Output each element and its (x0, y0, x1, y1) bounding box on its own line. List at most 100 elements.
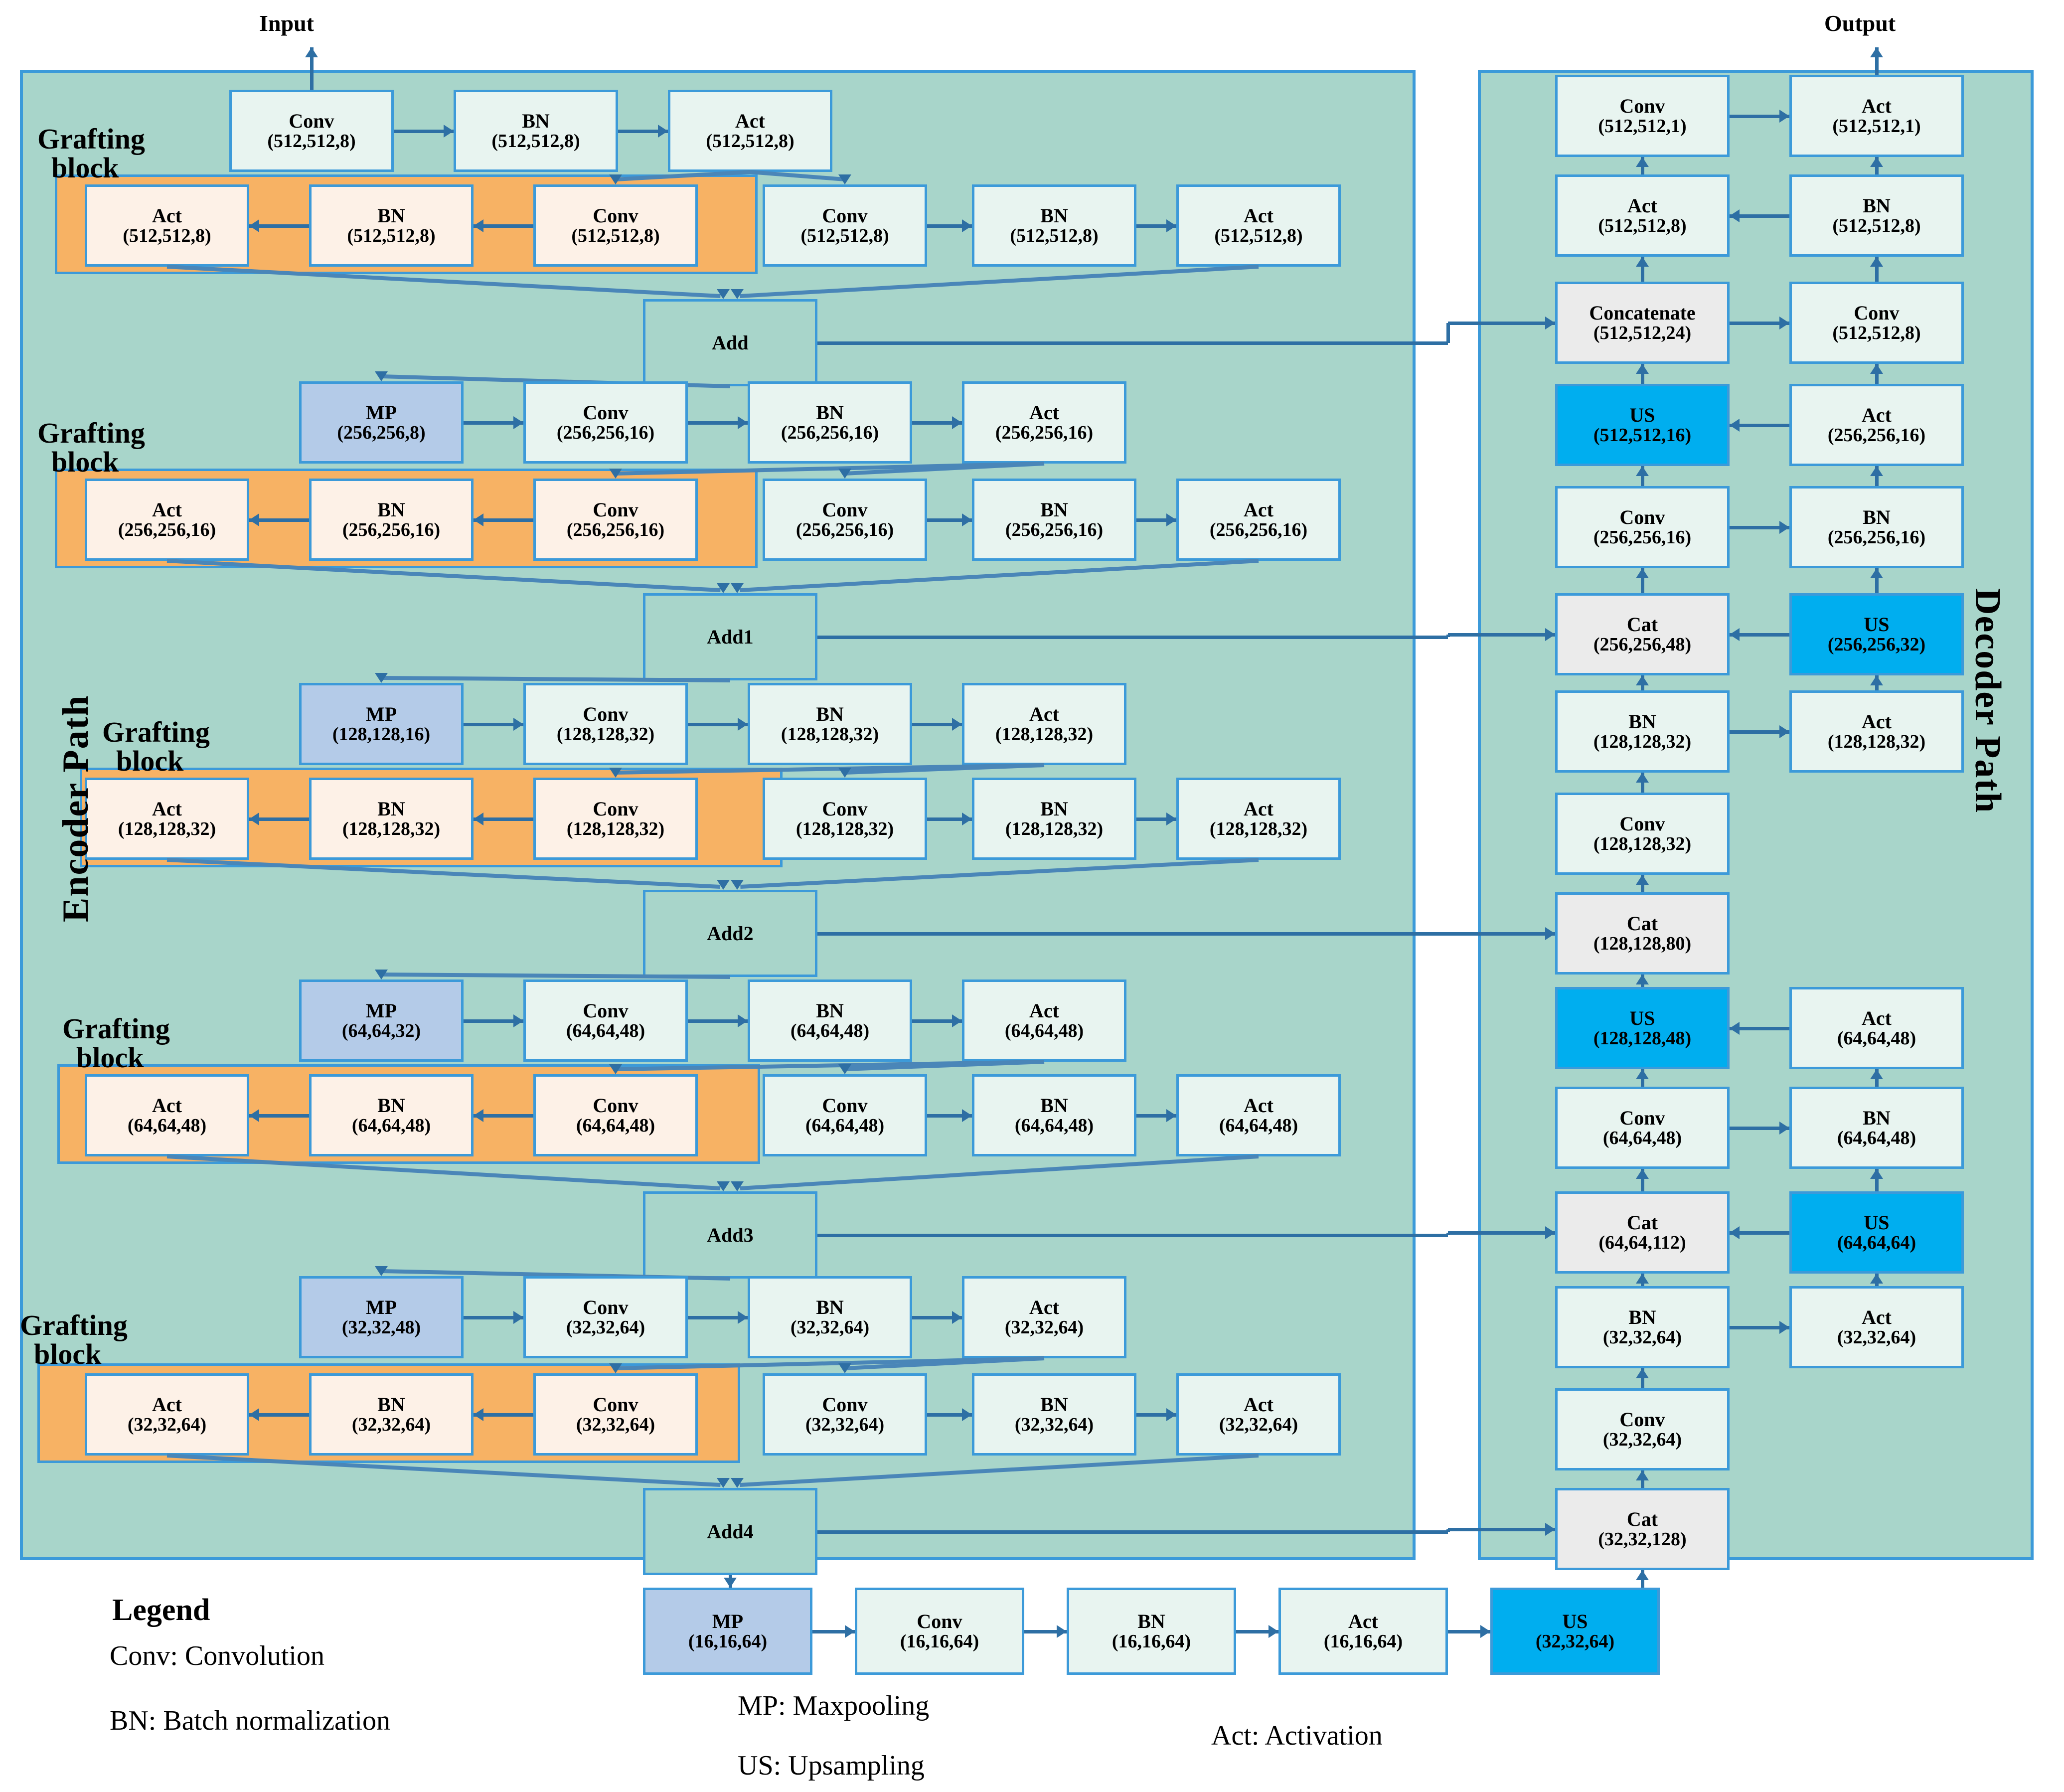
decoder-left-2[interactable]: Concatenate(512,512,24) (1555, 282, 1730, 364)
encoder-right-s256-2[interactable]: Act(256,256,16) (1176, 479, 1341, 561)
node-op: Conv (593, 498, 638, 521)
decoder-left-5[interactable]: Cat(256,256,48) (1555, 593, 1730, 675)
bottleneck-4[interactable]: US(32,32,64) (1490, 1588, 1660, 1675)
encoder-right-s32-0[interactable]: Conv(32,32,64) (763, 1373, 927, 1456)
decoder-right-6[interactable]: Act(128,128,32) (1789, 690, 1964, 773)
node-op: Conv (593, 797, 638, 820)
decoder-right-5[interactable]: US(256,256,32) (1789, 593, 1964, 675)
decoder-right-8[interactable]: BN(64,64,48) (1789, 1087, 1964, 1169)
encoder-graft-s64-2[interactable]: Conv(64,64,48) (533, 1074, 698, 1156)
encoder-top-s64-0[interactable]: Conv(64,64,48) (523, 979, 688, 1062)
node-shape: (32,32,48) (341, 1316, 421, 1338)
encoder-top-s32-1[interactable]: BN(32,32,64) (748, 1276, 912, 1358)
encoder-top-s32-0[interactable]: Conv(32,32,64) (523, 1276, 688, 1358)
decoder-left-1[interactable]: Act(512,512,8) (1555, 174, 1730, 257)
encoder-right-s128-1[interactable]: BN(128,128,32) (972, 778, 1136, 860)
decoder-right-10[interactable]: Act(32,32,64) (1789, 1286, 1964, 1368)
decoder-right-4[interactable]: BN(256,256,16) (1789, 486, 1964, 568)
encoder-right-s256-1[interactable]: BN(256,256,16) (972, 479, 1136, 561)
encoder-graft-s32-0[interactable]: Act(32,32,64) (85, 1373, 249, 1456)
encoder-right-s64-1[interactable]: BN(64,64,48) (972, 1074, 1136, 1156)
encoder-right-s32-1[interactable]: BN(32,32,64) (972, 1373, 1136, 1456)
encoder-mp-s128[interactable]: MP(128,128,16) (299, 683, 464, 765)
legend-item-2: MP: Maxpooling (738, 1690, 930, 1721)
encoder-top-s128-1[interactable]: BN(128,128,32) (748, 683, 912, 765)
encoder-mp-s256[interactable]: MP(256,256,8) (299, 381, 464, 464)
decoder-left-4[interactable]: Conv(256,256,16) (1555, 486, 1730, 568)
node-shape: (512,512,1) (1598, 115, 1687, 137)
encoder-right-s512-1[interactable]: BN(512,512,8) (972, 184, 1136, 267)
decoder-left-8[interactable]: Cat(128,128,80) (1555, 892, 1730, 975)
encoder-top-s512-2[interactable]: Act(512,512,8) (668, 90, 832, 172)
encoder-graft-s64-0[interactable]: Act(64,64,48) (85, 1074, 249, 1156)
decoder-left-3[interactable]: US(512,512,16) (1555, 384, 1730, 466)
decoder-left-14[interactable]: Cat(32,32,128) (1555, 1488, 1730, 1570)
encoder-graft-s64-1[interactable]: BN(64,64,48) (309, 1074, 474, 1156)
encoder-right-s512-2[interactable]: Act(512,512,8) (1176, 184, 1341, 267)
encoder-graft-s32-1[interactable]: BN(32,32,64) (309, 1373, 474, 1456)
decoder-right-3[interactable]: Act(256,256,16) (1789, 384, 1964, 466)
encoder-top-s512-0[interactable]: Conv(512,512,8) (229, 90, 394, 172)
encoder-graft-s256-1[interactable]: BN(256,256,16) (309, 479, 474, 561)
encoder-add3[interactable]: Add3 (643, 1191, 817, 1279)
decoder-left-7[interactable]: Conv(128,128,32) (1555, 793, 1730, 875)
encoder-graft-s32-2[interactable]: Conv(32,32,64) (533, 1373, 698, 1456)
node-shape: (512,512,8) (571, 225, 660, 246)
encoder-graft-s512-0[interactable]: Act(512,512,8) (85, 184, 249, 267)
encoder-graft-s128-2[interactable]: Conv(128,128,32) (533, 778, 698, 860)
bottleneck-2[interactable]: BN(16,16,64) (1067, 1588, 1236, 1675)
decoder-left-9[interactable]: US(128,128,48) (1555, 987, 1730, 1069)
encoder-add[interactable]: Add (643, 299, 817, 386)
encoder-graft-s128-0[interactable]: Act(128,128,32) (85, 778, 249, 860)
node-shape: (64,64,112) (1598, 1232, 1686, 1253)
decoder-right-9[interactable]: US(64,64,64) (1789, 1191, 1964, 1274)
decoder-left-10[interactable]: Conv(64,64,48) (1555, 1087, 1730, 1169)
encoder-graft-s512-1[interactable]: BN(512,512,8) (309, 184, 474, 267)
bottleneck-0[interactable]: MP(16,16,64) (643, 1588, 812, 1675)
encoder-mp-s64[interactable]: MP(64,64,32) (299, 979, 464, 1062)
node-op: Act (1029, 1296, 1059, 1318)
decoder-left-0[interactable]: Conv(512,512,1) (1555, 75, 1730, 157)
decoder-right-1[interactable]: BN(512,512,8) (1789, 174, 1964, 257)
decoder-right-0[interactable]: Act(512,512,1) (1789, 75, 1964, 157)
encoder-top-s256-0[interactable]: Conv(256,256,16) (523, 381, 688, 464)
encoder-graft-s128-1[interactable]: BN(128,128,32) (309, 778, 474, 860)
bottleneck-3[interactable]: Act(16,16,64) (1278, 1588, 1448, 1675)
encoder-right-s64-0[interactable]: Conv(64,64,48) (763, 1074, 927, 1156)
encoder-top-s512-1[interactable]: BN(512,512,8) (454, 90, 618, 172)
encoder-top-s256-1[interactable]: BN(256,256,16) (748, 381, 912, 464)
decoder-left-6[interactable]: BN(128,128,32) (1555, 690, 1730, 773)
encoder-top-s128-2[interactable]: Act(128,128,32) (962, 683, 1126, 765)
encoder-graft-s512-2[interactable]: Conv(512,512,8) (533, 184, 698, 267)
node-shape: (128,128,32) (995, 723, 1094, 745)
encoder-top-s128-0[interactable]: Conv(128,128,32) (523, 683, 688, 765)
encoder-add1[interactable]: Add1 (643, 593, 817, 680)
encoder-graft-s256-2[interactable]: Conv(256,256,16) (533, 479, 698, 561)
encoder-right-s128-2[interactable]: Act(128,128,32) (1176, 778, 1341, 860)
node-shape: (32,32,64) (1219, 1414, 1298, 1435)
encoder-right-s32-2[interactable]: Act(32,32,64) (1176, 1373, 1341, 1456)
decoder-right-7[interactable]: Act(64,64,48) (1789, 987, 1964, 1069)
bottleneck-1[interactable]: Conv(16,16,64) (855, 1588, 1024, 1675)
encoder-right-s128-0[interactable]: Conv(128,128,32) (763, 778, 927, 860)
encoder-top-s64-2[interactable]: Act(64,64,48) (962, 979, 1126, 1062)
decoder-left-11[interactable]: Cat(64,64,112) (1555, 1191, 1730, 1274)
encoder-right-s256-0[interactable]: Conv(256,256,16) (763, 479, 927, 561)
encoder-right-s512-0[interactable]: Conv(512,512,8) (763, 184, 927, 267)
encoder-add4[interactable]: Add4 (643, 1488, 817, 1575)
node-shape: (32,32,64) (576, 1414, 655, 1435)
encoder-top-s32-2[interactable]: Act(32,32,64) (962, 1276, 1126, 1358)
decoder-left-13[interactable]: Conv(32,32,64) (1555, 1388, 1730, 1470)
encoder-mp-s32[interactable]: MP(32,32,48) (299, 1276, 464, 1358)
node-shape: (32,32,64) (1602, 1429, 1682, 1450)
decoder-right-2[interactable]: Conv(512,512,8) (1789, 282, 1964, 364)
encoder-add2[interactable]: Add2 (643, 890, 817, 977)
encoder-top-s256-2[interactable]: Act(256,256,16) (962, 381, 1126, 464)
legend-title: Legend (112, 1593, 210, 1627)
node-shape: (32,32,64) (566, 1316, 645, 1338)
decoder-left-12[interactable]: BN(32,32,64) (1555, 1286, 1730, 1368)
encoder-top-s64-1[interactable]: BN(64,64,48) (748, 979, 912, 1062)
encoder-right-s64-2[interactable]: Act(64,64,48) (1176, 1074, 1341, 1156)
encoder-graft-s256-0[interactable]: Act(256,256,16) (85, 479, 249, 561)
grafting-label-line2: block (51, 152, 119, 184)
